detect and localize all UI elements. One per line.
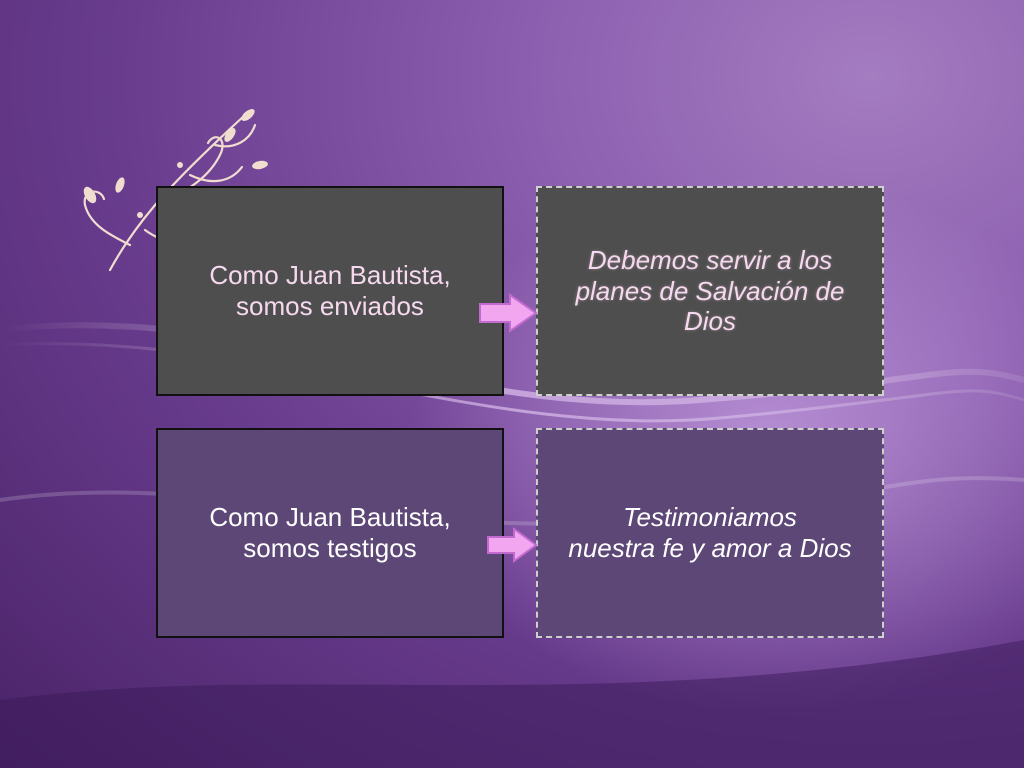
box-debemos-servir: Debemos servir a los planes de Salvación… [536,186,884,396]
box-como-juan-testigos: Como Juan Bautista, somos testigos [156,428,504,638]
box-text: Como Juan Bautista, somos enviados [209,260,451,321]
box-como-juan-enviados: Como Juan Bautista, somos enviados [156,186,504,396]
box-text: Testimoniamos nuestra fe y amor a Dios [568,502,852,563]
box-testimoniamos: Testimoniamos nuestra fe y amor a Dios [536,428,884,638]
box-text: Como Juan Bautista, somos testigos [209,502,451,563]
box-text: Debemos servir a los planes de Salvación… [575,244,845,337]
right-arrow-icon [479,293,538,333]
right-arrow-icon [487,527,538,563]
